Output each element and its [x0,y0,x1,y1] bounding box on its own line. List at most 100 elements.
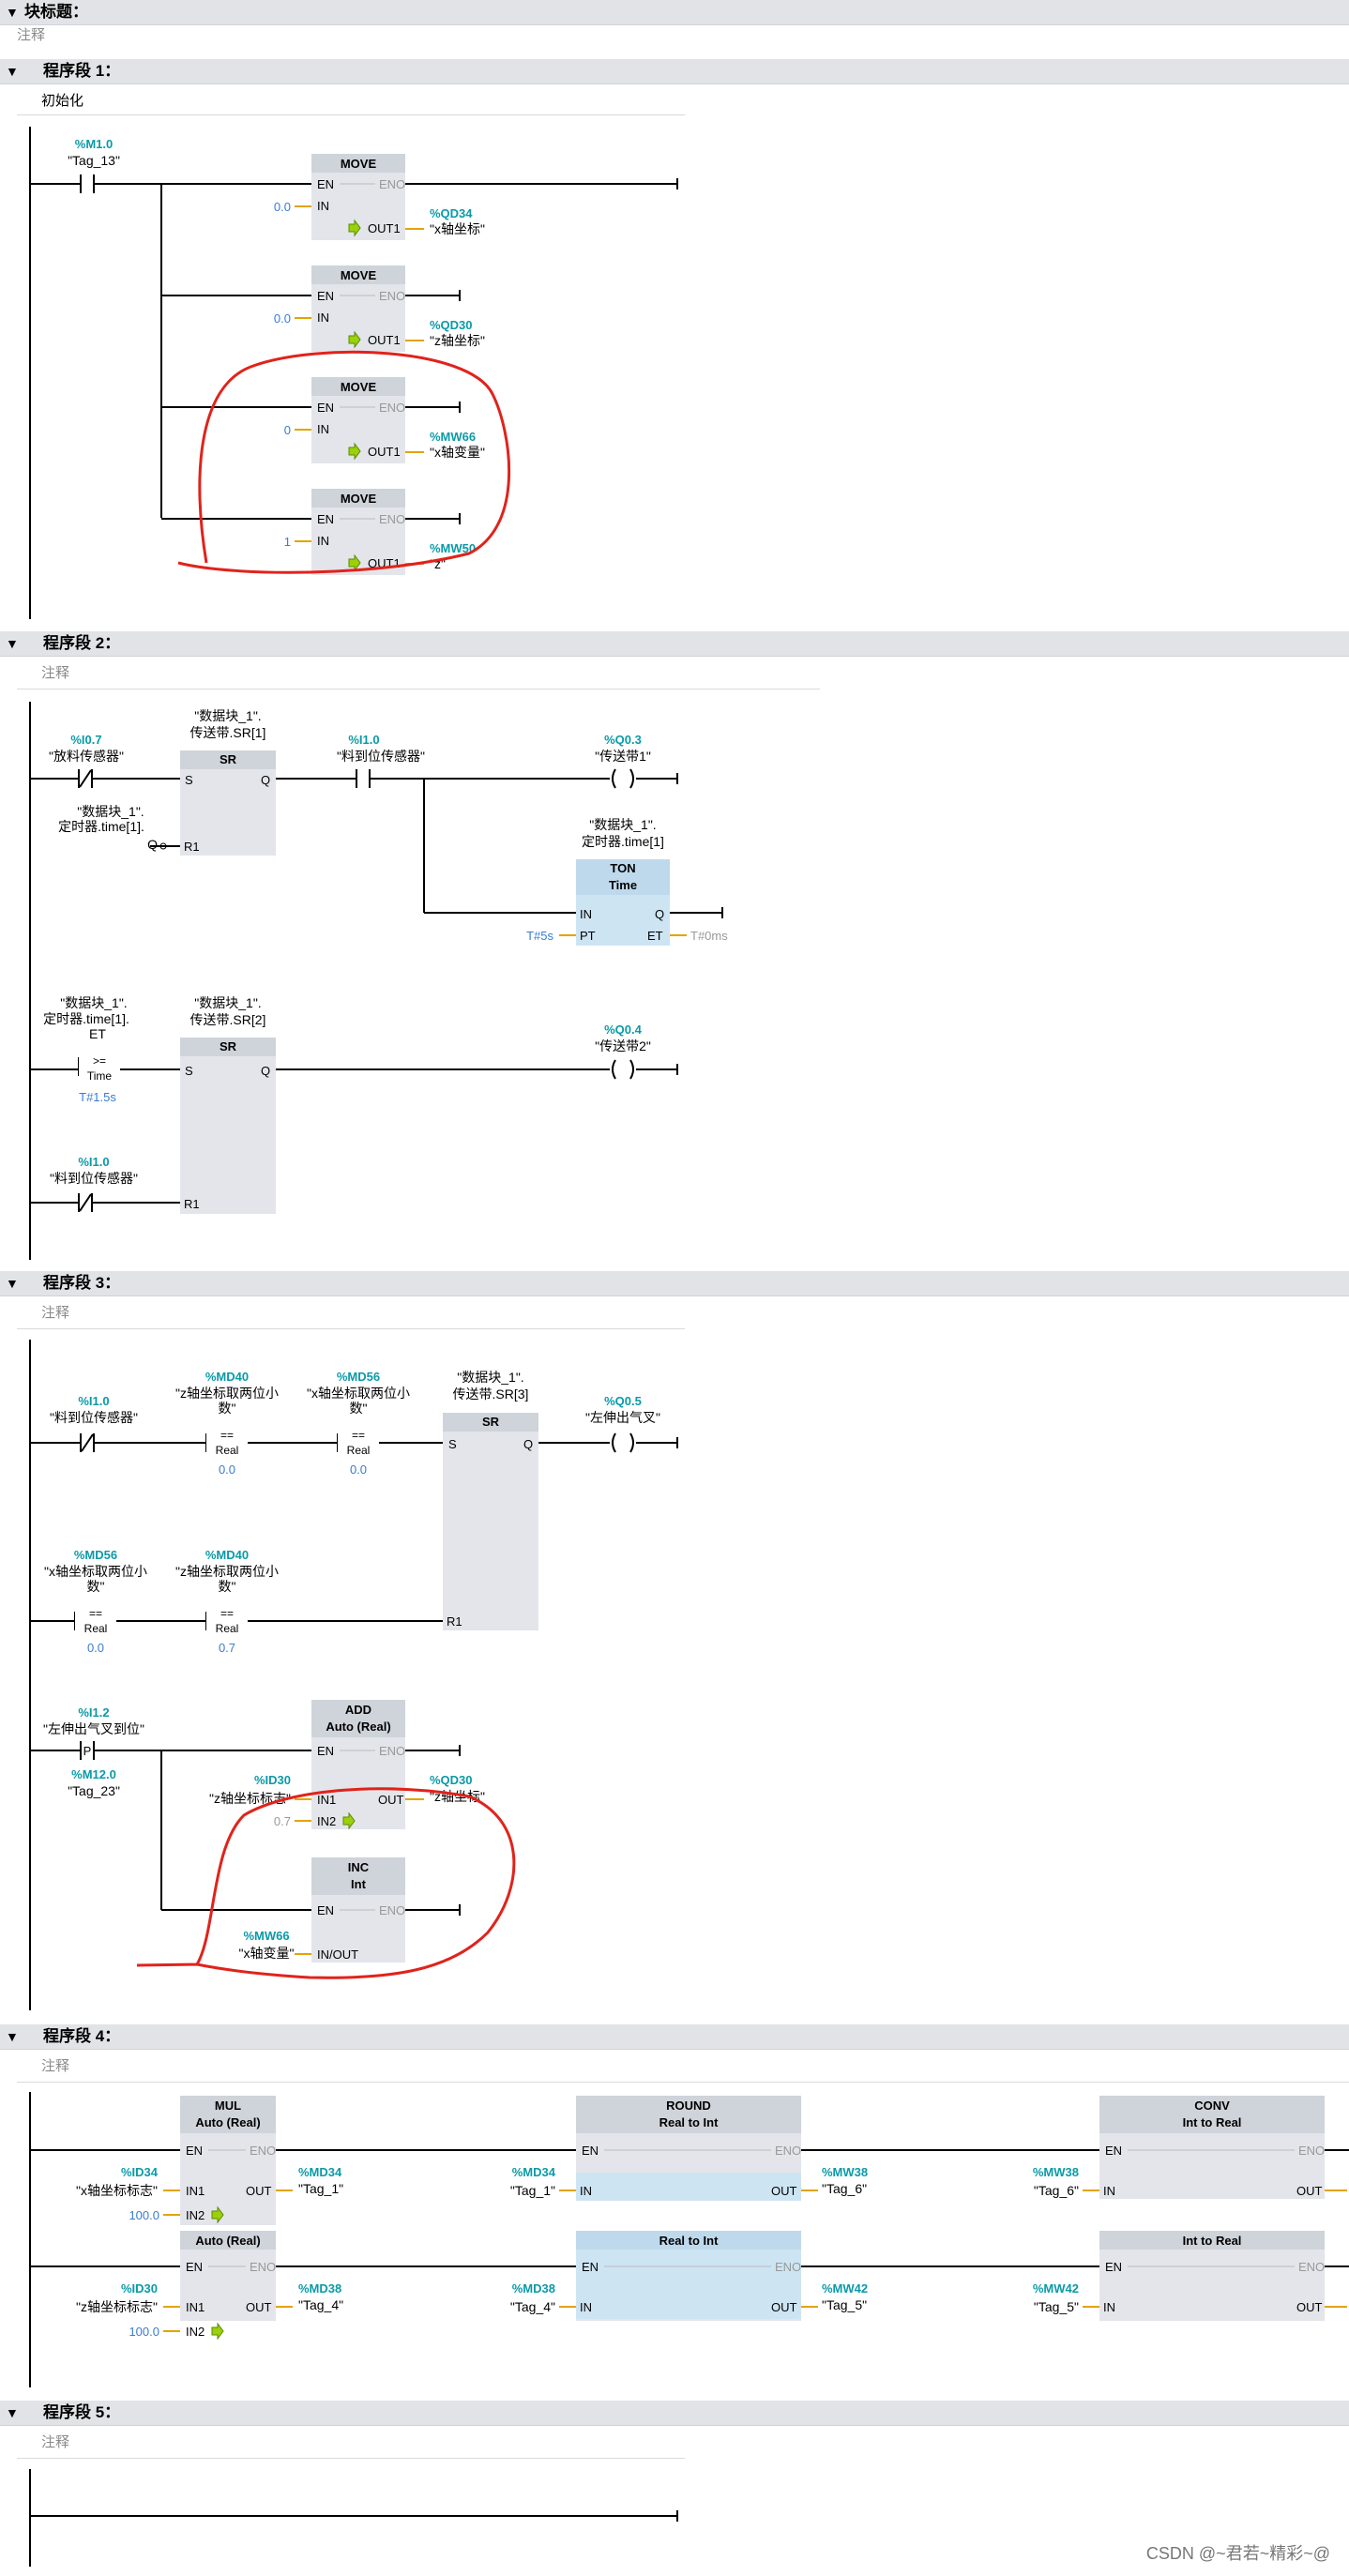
collapse-triangle-icon[interactable]: ▼ [6,2029,19,2044]
operand-tag: 数" [350,1401,368,1416]
compare-box[interactable] [79,1056,120,1083]
move-box-title: MOVE [341,492,377,506]
sr-title: SR [482,1415,500,1429]
pin-q: Q [261,773,270,787]
operand-address: %M1.0 [75,137,113,151]
move-box-header[interactable] [311,265,405,284]
operand-tag: "Tag_13" [68,153,120,168]
add-in2-value[interactable]: 0.7 [274,1814,291,1828]
operand-tag: "x轴坐标标志" [76,2183,158,2198]
network-3-title: 程序段 3： [43,1274,121,1292]
conv-box-header[interactable] [1099,2096,1325,2133]
pin-eno: ENO [379,1744,405,1758]
sr3-box[interactable] [443,1413,538,1630]
sr1-header[interactable] [180,750,276,769]
collapse-triangle-icon[interactable]: ▼ [6,5,19,20]
round-box-2-header2[interactable] [576,2231,801,2250]
add-type: Auto (Real) [326,1720,390,1734]
comment-divider [17,1328,685,1329]
sr2-box[interactable] [180,1038,276,1214]
compare-value[interactable]: 0.0 [219,1462,235,1477]
move-in-value[interactable]: 0 [284,423,291,437]
pin-s: S [185,1064,193,1078]
compare-value[interactable]: 0.0 [350,1462,367,1477]
pin-out: OUT [771,2300,797,2314]
network-4-header[interactable]: ▼ 程序段 4： [0,2024,1349,2050]
pin-out: OUT [1296,2184,1323,2198]
operand-tag: "x轴坐标取两位小 [44,1564,147,1579]
network-1-header[interactable]: ▼ 程序段 1： [0,59,1349,84]
pin-eno: ENO [1298,2144,1325,2158]
r1-operand: "数据块_1". [77,804,144,819]
network-2-comment[interactable]: 注释 [41,665,70,681]
operand-tag: "传送带1" [595,749,651,764]
move-box-header[interactable] [311,154,405,173]
inc-header[interactable] [311,1857,405,1895]
compare-operand: ET [89,1026,106,1041]
network-5-comment[interactable]: 注释 [41,2434,70,2450]
move-out-tag: "x轴变量" [430,445,485,460]
collapse-triangle-icon[interactable]: ▼ [6,1276,19,1291]
operand-address: %Q0.4 [604,1023,643,1037]
mul-box-header[interactable] [180,2096,276,2133]
network-3-comment[interactable]: 注释 [41,1305,70,1321]
mul-in2-value[interactable]: 100.0 [129,2325,159,2339]
network-4-title: 程序段 4： [43,2027,121,2045]
coil-q0-3-arc-r [629,768,634,789]
compare-type: Real [216,1622,239,1635]
compare-value[interactable]: 0.0 [87,1641,104,1655]
compare-box[interactable] [338,1430,379,1456]
move-in-value[interactable]: 1 [284,535,291,549]
move-box-header[interactable] [311,489,405,508]
collapse-triangle-icon[interactable]: ▼ [6,2405,19,2420]
compare-box[interactable] [206,1608,248,1634]
sr2-header[interactable] [180,1038,276,1056]
network-2-header[interactable]: ▼ 程序段 2： [0,631,1349,657]
block-title-bar[interactable]: ▼ 块标题： [0,0,1349,25]
move-in-value[interactable]: 0.0 [274,200,291,214]
r1-operand: 定时器.time[1]. [58,819,144,834]
conv-box-2-header[interactable] [1099,2231,1325,2250]
ton-pt-value[interactable]: T#5s [526,929,553,943]
round-box-header[interactable] [576,2096,801,2133]
collapse-triangle-icon[interactable]: ▼ [6,636,19,651]
auto-type-arrow-icon [348,330,361,349]
move-in-value[interactable]: 0.0 [274,311,291,326]
pin-eno: ENO [250,2144,276,2158]
pin-r1: R1 [447,1614,462,1629]
contact-i1-0-nc-slash [81,1433,94,1452]
operand-tag: "x轴变量" [239,1946,295,1961]
operand-address: %M12.0 [71,1767,116,1781]
round-io-band[interactable] [576,2173,801,2201]
network-1-comment[interactable]: 初始化 [41,93,84,109]
compare-value[interactable]: 0.7 [219,1641,235,1655]
move-box-header[interactable] [311,377,405,396]
pin-in: IN [317,311,329,325]
mul-box-2-header[interactable] [180,2231,276,2250]
compare-value[interactable]: T#1.5s [79,1090,116,1104]
ton-header[interactable] [576,859,670,895]
mul-in2-value[interactable]: 100.0 [129,2208,159,2222]
pin-en: EN [317,177,334,191]
sr3-header[interactable] [443,1413,538,1432]
compare-op: >= [93,1054,106,1068]
move-out-address: %QD34 [430,206,473,220]
pin-out: OUT [246,2184,272,2198]
network-2-title: 程序段 2： [43,634,121,652]
operand-address: %Q0.5 [604,1394,642,1408]
block-comment[interactable]: 注释 [17,27,46,43]
pin-r1: R1 [184,840,200,854]
operand-address: %ID34 [121,2165,159,2179]
compare-box[interactable] [75,1608,116,1634]
pin-en: EN [317,1744,334,1758]
compare-box[interactable] [206,1430,248,1456]
network-5-header[interactable]: ▼ 程序段 5： [0,2401,1349,2426]
block-title-label: 块标题： [24,3,88,21]
network-3-header[interactable]: ▼ 程序段 3： [0,1271,1349,1296]
add-header[interactable] [311,1700,405,1737]
network-4-comment[interactable]: 注释 [41,2058,70,2074]
collapse-triangle-icon[interactable]: ▼ [6,64,19,79]
pin-out1: OUT1 [368,333,401,347]
auto-type-arrow-icon [348,553,361,572]
pin-q: Q [261,1064,270,1078]
